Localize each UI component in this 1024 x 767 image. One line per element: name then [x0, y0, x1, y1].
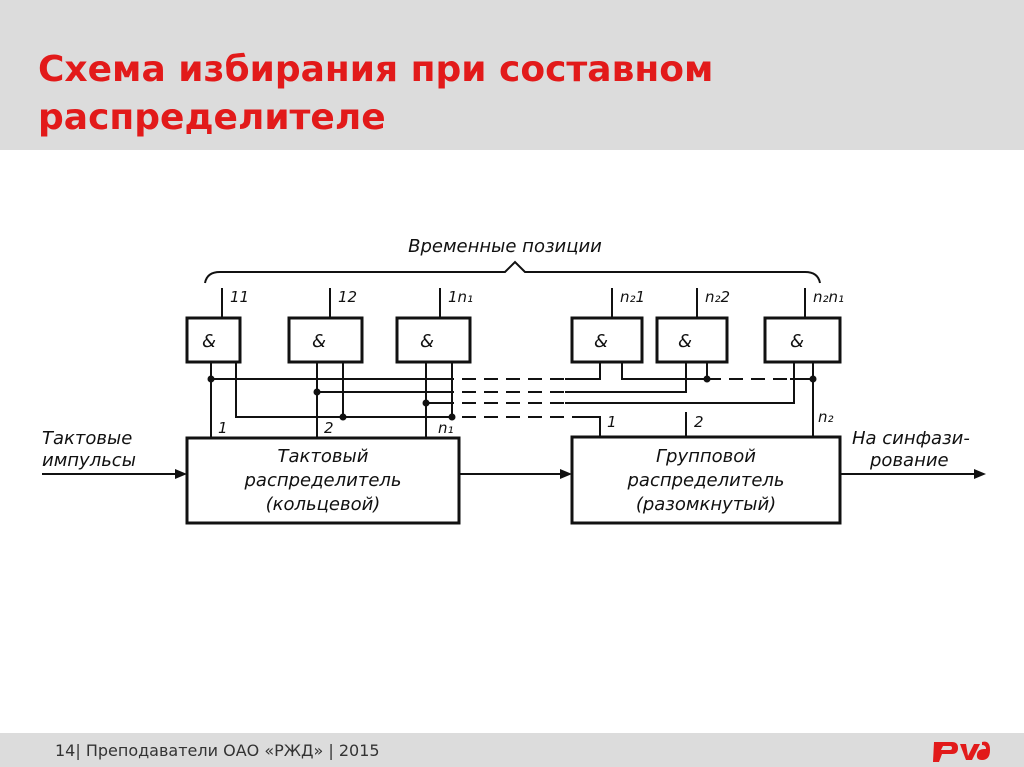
wiring: [210, 362, 814, 438]
group-distributor-label: Групповой: [656, 446, 756, 467]
title-line-1: Схема избирания при составном: [38, 49, 714, 90]
arrow-head: [175, 469, 187, 479]
and-gate-12: [287, 316, 364, 364]
clock-distributor-label: (кольцевой): [266, 494, 381, 515]
output-label: n₂2: [705, 288, 730, 306]
and-gate-n21: [570, 316, 644, 364]
arrow-head: [974, 469, 986, 479]
title-line-2: распределителе: [38, 97, 386, 138]
clock-tap-label: 2: [324, 419, 334, 437]
gate-symbol: &: [420, 331, 434, 352]
brace-label: Временные позиции: [408, 236, 602, 257]
gates: [185, 316, 842, 364]
and-gate-11: [185, 316, 242, 364]
clock-distributor-label: распределитель: [243, 470, 401, 491]
output-label: n₂1: [620, 288, 645, 306]
group-tap-label: n₂: [818, 408, 834, 426]
output-label: 11: [230, 288, 249, 306]
and-gate-1n1: [395, 316, 472, 364]
slide-footer: 14| Преподаватели ОАО «РЖД» | 2015: [0, 733, 1024, 767]
gate-symbol: &: [790, 331, 804, 352]
output-label: 12: [338, 288, 357, 306]
output-destination-label: На синфази-: [852, 428, 970, 449]
footer-text: 14| Преподаватели ОАО «РЖД» | 2015: [55, 741, 380, 760]
group-distributor-label: (разомкнутый): [636, 494, 776, 515]
group-distributor-box: [570, 435, 842, 525]
clock-tap-label: n₁: [438, 419, 454, 437]
gate-symbol: &: [594, 331, 608, 352]
output-label: n₂n₁: [813, 288, 844, 306]
group-tap-label: 2: [694, 413, 704, 431]
gate-symbol: &: [202, 331, 216, 352]
clock-distributor-box: [185, 436, 461, 525]
output-destination-label: рование: [869, 450, 949, 471]
slide-header: Схема избирания при составном распредели…: [0, 0, 1024, 150]
group-distributor-label: распределитель: [626, 470, 784, 491]
input-label: Тактовые: [42, 428, 132, 449]
group-tap-label: 1: [607, 413, 617, 431]
output-label: 1n₁: [448, 288, 473, 306]
rzd-logo: [933, 741, 990, 762]
arrow-head: [560, 469, 572, 479]
clock-tap-label: 1: [218, 419, 228, 437]
junction-dots: [207, 375, 817, 421]
input-label: импульсы: [42, 450, 136, 471]
and-gate-n2n1: [763, 316, 842, 364]
brace: [204, 260, 821, 284]
and-gate-n22: [655, 316, 729, 364]
gate-symbol: &: [678, 331, 692, 352]
clock-distributor-label: Тактовый: [278, 446, 369, 467]
slide-title: Схема избирания при составном распредели…: [38, 46, 713, 142]
gate-symbol: &: [312, 331, 326, 352]
